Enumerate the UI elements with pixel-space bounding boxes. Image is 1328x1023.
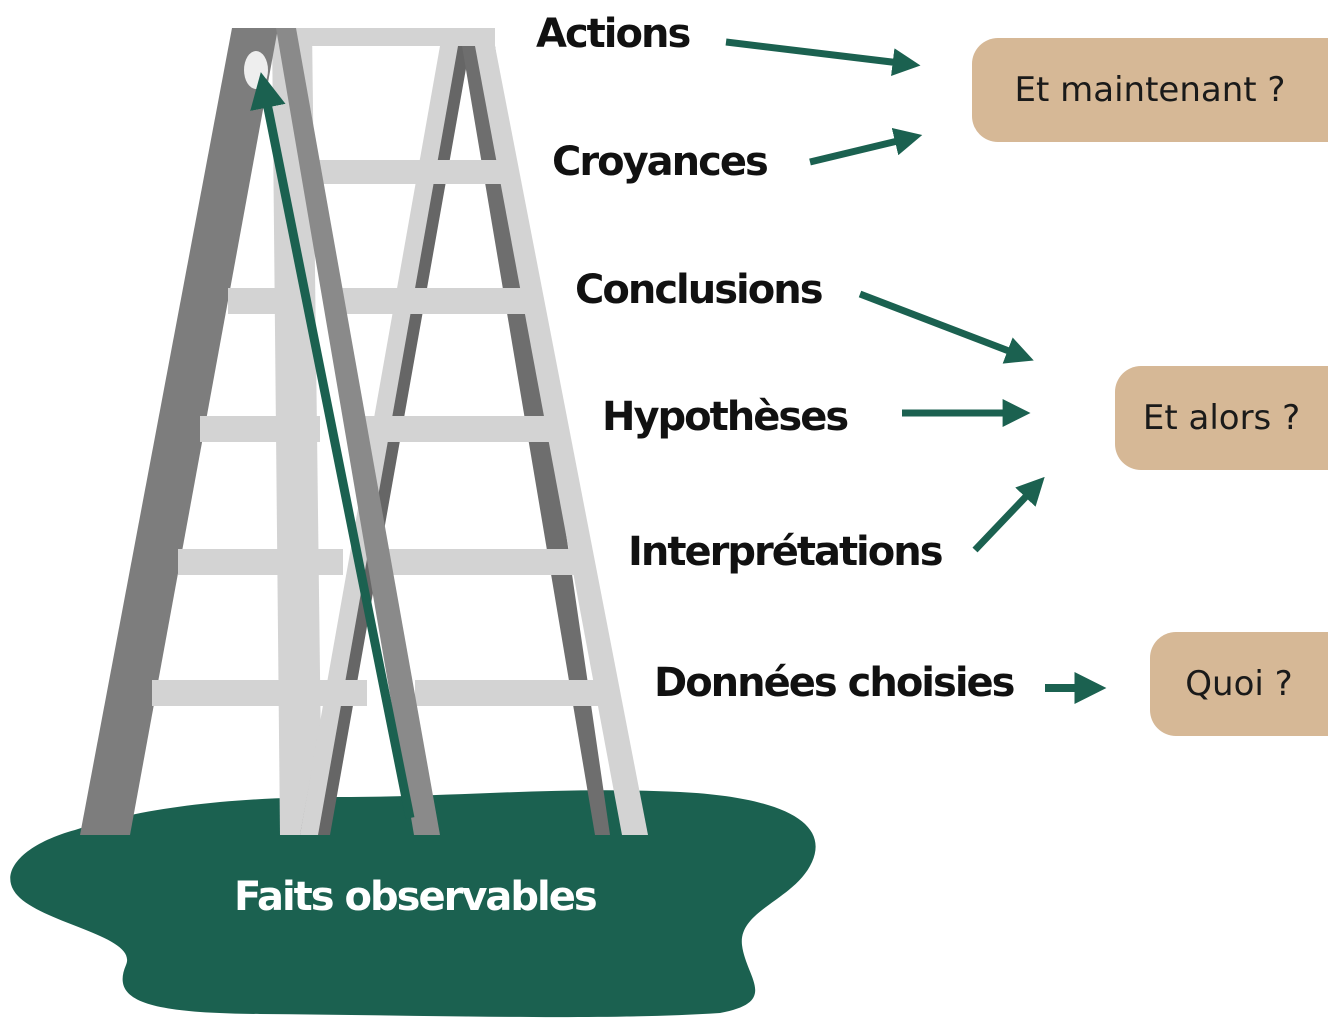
question-text-alors: Et alors ? (1142, 398, 1301, 438)
arrow-conclusions (858, 290, 1034, 364)
arrow-actions (725, 38, 921, 77)
rung-label-interpretations: Interprétations (628, 529, 944, 575)
rung-label-actions: Actions (536, 11, 691, 57)
rung-label-conclusions: Conclusions (575, 267, 823, 313)
rung-label-donnees: Données choisies (654, 660, 1015, 706)
front-ladder (80, 28, 440, 835)
arrow-interpretations (972, 476, 1045, 553)
back-ladder (270, 28, 648, 835)
question-text-quoi: Quoi ? (1185, 664, 1293, 704)
rung-label-croyances: Croyances (552, 139, 769, 185)
arrow-croyances (809, 127, 923, 166)
question-box-alors: Et alors ? (1115, 366, 1328, 470)
ascent-arrow (250, 72, 415, 819)
rung-label-hypotheses: Hypothèses (602, 394, 849, 440)
ground-puddle (10, 790, 816, 1018)
question-box-quoi: Quoi ? (1150, 632, 1328, 736)
ground-label: Faits observables (234, 874, 598, 920)
question-text-maintenant: Et maintenant ? (1014, 70, 1286, 110)
question-box-maintenant: Et maintenant ? (972, 38, 1328, 142)
